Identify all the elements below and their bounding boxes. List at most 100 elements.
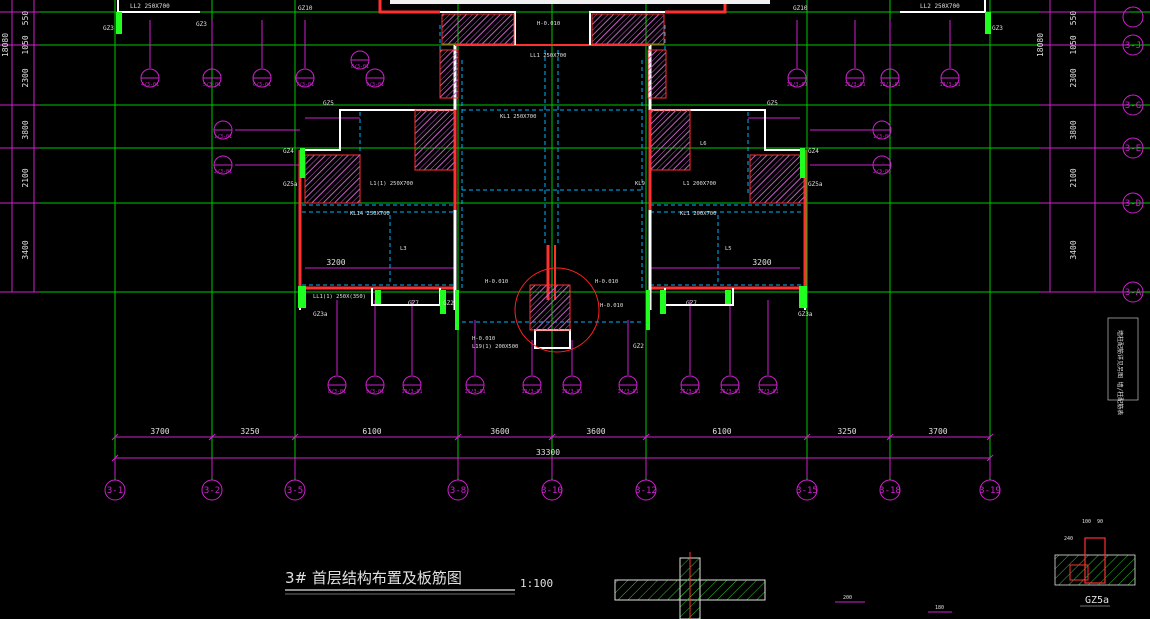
svg-text:9/3-01: 9/3-01 [366, 389, 384, 395]
dim-plan-left: 3200 [326, 258, 345, 267]
beam-label: L1 200X700 [683, 181, 716, 187]
wall-label: GZ5a [283, 181, 298, 188]
callout-balloon: 9/3-01 [365, 68, 385, 88]
wall-label: GZ2 [443, 300, 454, 307]
callout-balloon: 6/3-01 [252, 68, 272, 88]
slab-dashed-lines [302, 25, 805, 323]
height-label: H-0.010 [472, 336, 495, 342]
callout-balloon: 4/3-01 [140, 68, 160, 88]
axis-label: 3-1 [107, 486, 123, 496]
callout-balloon: 1/3-01 [872, 120, 892, 140]
svg-text:9/3-01: 9/3-01 [366, 82, 384, 88]
svg-text:14/3-01: 14/3-01 [617, 389, 638, 395]
callout-balloon: 1/3-01 [213, 120, 233, 140]
dim-left: 2100 [21, 168, 30, 187]
callout-balloon: 17/3-01 [757, 375, 779, 395]
callout-balloon: 2/3-01 [872, 155, 892, 175]
dim-segment: 6100 [712, 427, 731, 436]
axis-label: 3-19 [979, 486, 1001, 496]
svg-text:1/3-01: 1/3-01 [214, 134, 232, 140]
svg-text:5/3-01: 5/3-01 [203, 82, 221, 88]
callout-balloon: 13/3-01 [939, 68, 961, 88]
svg-text:13/3-01: 13/3-01 [561, 389, 582, 395]
bottom-dims: 200 180 [835, 595, 952, 613]
detail-dim: 200 [843, 595, 852, 601]
svg-text:13/3-01: 13/3-01 [939, 82, 960, 88]
wall-label: GZ7 [686, 300, 697, 307]
axis-label: 3-8 [450, 486, 466, 496]
svg-text:17/3-01: 17/3-01 [757, 389, 778, 395]
axis-label: 3-A [1125, 288, 1142, 298]
dim-segment: 3700 [928, 427, 947, 436]
axis-balloon-3-12: 3-12 [635, 479, 657, 501]
wall-label: GZ5a [808, 181, 823, 188]
axis-balloon-3-E: 3-E [1122, 137, 1144, 159]
callout-balloon: 10/3-01 [401, 375, 423, 395]
gz5a-detail: 100 90 240 GZ5a [1054, 519, 1136, 607]
height-label: H-0.010 [595, 279, 618, 285]
svg-text:12/3-01: 12/3-01 [521, 389, 542, 395]
side-note-text: 墙柱配筋详见另图 墙/柱配筋表 [1116, 330, 1124, 415]
axis-balloon-3-G: 3-G [1122, 94, 1144, 116]
axis-label: 3-D [1125, 199, 1141, 209]
svg-text:11/3-01: 11/3-01 [844, 82, 865, 88]
callout-balloon: 7/3-01 [295, 68, 315, 88]
beam-label: KL14 250X700 [350, 211, 390, 217]
svg-text:16/3-01: 16/3-01 [719, 389, 740, 395]
detail-dim: 90 [1097, 519, 1103, 525]
axis-balloon-3-5: 3-5 [284, 479, 306, 501]
height-labels: H-0.010 H-0.010 H-0.010 H-0.010 H-0.010 [472, 21, 623, 342]
axis-balloon-3-19: 3-19 [979, 479, 1001, 501]
beam-label: L6 [700, 141, 707, 147]
beam-label: KL1 250X700 [500, 114, 536, 120]
dim-left: 3800 [21, 120, 30, 139]
dim-left-total: 18080 [1, 33, 10, 57]
dim-plan-right: 3200 [752, 258, 771, 267]
callout-balloon: 11/3-01 [464, 375, 486, 395]
callout-balloon: 5/3-01 [202, 68, 222, 88]
axis-label: 3-10 [541, 486, 563, 496]
svg-text:10/3-01: 10/3-01 [401, 389, 422, 395]
dim-left: 1050 [21, 35, 30, 54]
axis-balloon-3-2: 3-2 [201, 479, 223, 501]
svg-text:8/3-01: 8/3-01 [328, 389, 346, 395]
svg-text:1/3-01: 1/3-01 [873, 134, 891, 140]
callout-balloon: 8/3-01 [350, 50, 370, 70]
wall-label: LL2 250X700 [130, 3, 170, 10]
beam-label: KL9 [635, 181, 645, 187]
svg-text:7/3-01: 7/3-01 [296, 82, 314, 88]
title-block: 3# 首层结构布置及板筋图 1:100 [285, 569, 553, 595]
height-label: H-0.010 [600, 303, 623, 309]
column-markers [116, 12, 991, 330]
callout-balloon: 8/3-01 [327, 375, 347, 395]
callout-balloon: 14/3-01 [617, 375, 639, 395]
dim-segment: 3600 [586, 427, 605, 436]
axis-balloon-top-right [1122, 6, 1144, 28]
callouts-bottom: 8/3-01 9/3-01 10/3-01 11/3-01 12/3-01 13… [327, 375, 779, 395]
callouts-side: 1/3-01 2/3-01 1/3-01 2/3-01 [213, 120, 892, 175]
wall-label: GZ7 [408, 300, 419, 307]
dimension-text: 3700 3250 6100 3600 3600 6100 3250 3700 … [150, 258, 947, 457]
axis-label: 3-J [1125, 41, 1141, 51]
wall-label: GZ2 [633, 343, 644, 350]
dim-segment: 3600 [490, 427, 509, 436]
axis-label: 3-2 [204, 486, 220, 496]
detail-dim: 100 [1082, 519, 1091, 525]
wall-label: LL2 250X700 [920, 3, 960, 10]
svg-text:10/3-01: 10/3-01 [786, 82, 807, 88]
dimension-lines [0, 0, 1130, 478]
wall-label: GZ3 [196, 21, 207, 28]
axis-balloon-3-8: 3-8 [447, 479, 469, 501]
drawing-title: 3# 首层结构布置及板筋图 [285, 569, 462, 587]
detail-circle [514, 267, 600, 353]
dimension-text-right: 550 1050 2300 3800 2100 3400 550 1050 23… [1, 11, 1078, 260]
wall-label: GZ10 [298, 5, 313, 12]
axis-balloon-3-J: 3-J [1122, 34, 1144, 56]
detail-dim: 240 [1064, 536, 1073, 542]
axis-balloons-right: 3-J 3-G 3-E 3-D 3-A [1122, 6, 1144, 303]
axis-label: 3-G [1125, 101, 1141, 111]
beam-label: LL1 250X700 [530, 53, 566, 59]
wall-label: GZ4 [283, 148, 294, 155]
dim-total: 33300 [536, 448, 560, 457]
